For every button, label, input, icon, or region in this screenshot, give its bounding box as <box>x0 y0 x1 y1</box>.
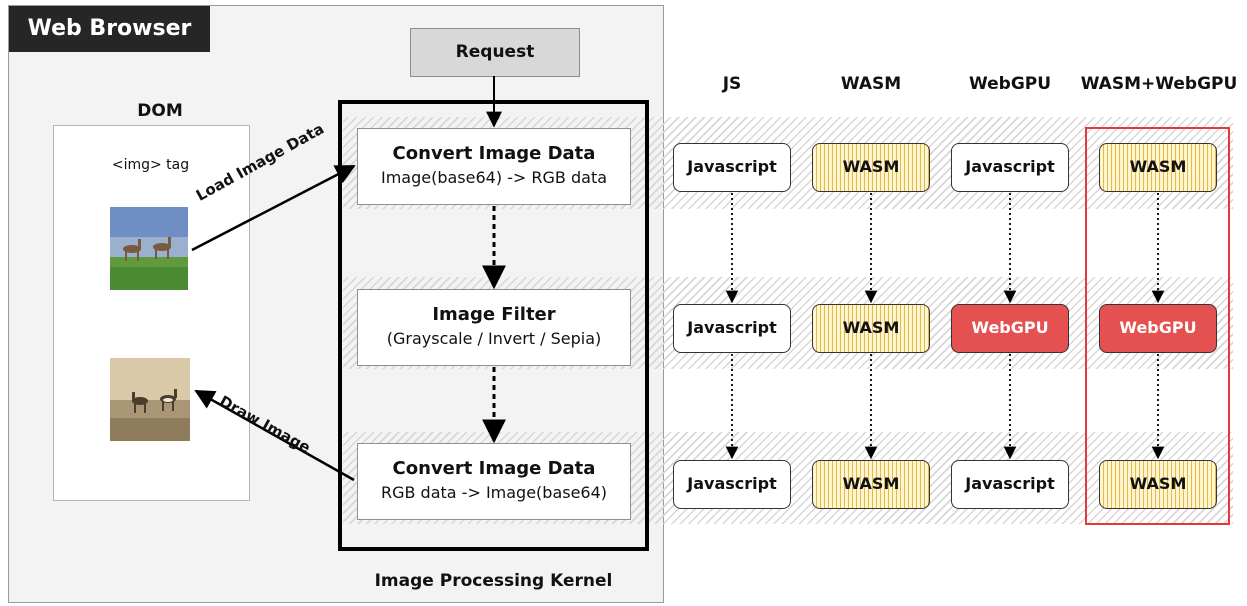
column-header-webgpu: WebGPU <box>968 74 1052 94</box>
kernel-step-convert-to-rgb: Convert Image Data Image(base64) -> RGB … <box>357 128 631 205</box>
node-webgpu-convert-in: Javascript <box>951 143 1069 192</box>
step-title: Image Filter <box>432 304 556 325</box>
draw-image-arrow <box>194 389 355 482</box>
node-wasm-webgpu-convert-in: WASM <box>1099 143 1217 192</box>
node-webgpu-filter: WebGPU <box>951 304 1069 353</box>
node-wasm-filter: WASM <box>812 304 930 353</box>
filtered-image-thumbnail <box>110 358 190 441</box>
web-browser-title: Web Browser <box>9 6 210 52</box>
source-image-thumbnail <box>110 207 188 290</box>
step-subtitle: RGB data -> Image(base64) <box>380 483 608 502</box>
dom-label: DOM <box>137 101 183 121</box>
step-subtitle: (Grayscale / Invert / Sepia) <box>386 329 602 348</box>
column-header-wasm-webgpu: WASM+WebGPU <box>1080 74 1238 94</box>
kernel-step-convert-to-base64: Convert Image Data RGB data -> Image(bas… <box>357 443 631 520</box>
node-wasm-convert-in: WASM <box>812 143 930 192</box>
node-js-convert-in: Javascript <box>673 143 791 192</box>
node-wasm-convert-out: WASM <box>812 460 930 509</box>
node-wasm-webgpu-filter: WebGPU <box>1099 304 1217 353</box>
node-webgpu-convert-out: Javascript <box>951 460 1069 509</box>
step-subtitle: Image(base64) -> RGB data <box>380 168 608 187</box>
request-box: Request <box>410 28 580 77</box>
node-wasm-webgpu-convert-out: WASM <box>1099 460 1217 509</box>
column-header-js: JS <box>722 74 742 94</box>
node-js-filter: Javascript <box>673 304 791 353</box>
column-header-wasm: WASM <box>840 74 902 94</box>
step-title: Convert Image Data <box>392 143 596 164</box>
image-processing-kernel-label: Image Processing Kernel <box>374 571 613 591</box>
kernel-step-image-filter: Image Filter (Grayscale / Invert / Sepia… <box>357 289 631 366</box>
img-tag-label: <img> tag <box>111 157 190 173</box>
node-js-convert-out: Javascript <box>673 460 791 509</box>
load-image-data-arrow <box>191 164 356 252</box>
step-title: Convert Image Data <box>392 458 596 479</box>
wasm-webgpu-highlight <box>1085 127 1230 525</box>
